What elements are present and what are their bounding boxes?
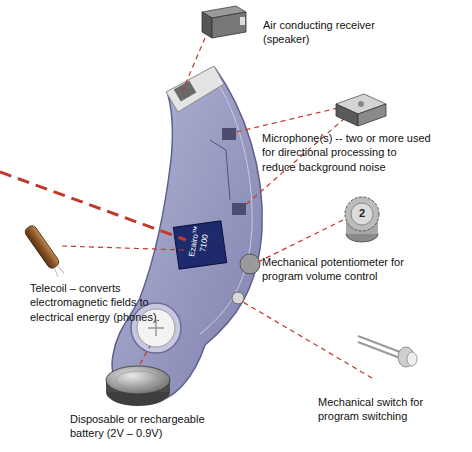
- telecoil-wire: [52, 268, 59, 277]
- microphone-side: [336, 104, 358, 126]
- receiver-icon: [202, 6, 246, 38]
- leader-line: [243, 302, 372, 378]
- switch-icon: [358, 336, 417, 367]
- receiver-side: [202, 12, 212, 38]
- receiver-front: [212, 12, 246, 38]
- shell-edge: [172, 76, 252, 334]
- battery-icon: [106, 366, 170, 406]
- microphone-hole: [358, 101, 364, 107]
- telecoil-wire: [57, 265, 64, 274]
- potentiometer-icon: [345, 197, 379, 242]
- part-label: Disposable or rechargeable battery (2V –…: [70, 412, 238, 441]
- leader-line: [258, 220, 343, 262]
- microphone-icon: [336, 94, 386, 126]
- leader-line: [62, 246, 184, 250]
- battery-face: [106, 366, 170, 394]
- battery-door: [131, 303, 181, 353]
- switch-cap: [407, 352, 417, 366]
- part-label: Telecoil – converts electromagnetic fiel…: [30, 281, 182, 324]
- telecoil-rod: [23, 224, 60, 270]
- potentiometer-in-shell: [240, 254, 260, 274]
- part-label: Microphone(s) -- two or more used for di…: [262, 131, 432, 174]
- hearing-aid-shell: [112, 68, 262, 402]
- part-label: Mechanical switch for program switching: [318, 395, 454, 424]
- receiver-pad: [240, 17, 245, 25]
- part-label: Mechanical potentiometer for program vol…: [262, 255, 440, 284]
- telecoil-icon: [23, 224, 66, 278]
- internal-wire: [210, 140, 230, 200]
- leader-line: [182, 38, 205, 92]
- part-label: Air conducting receiver (speaker): [263, 18, 395, 47]
- leader-line: [140, 346, 150, 364]
- microphone-in-shell: [222, 128, 236, 140]
- battery-ring: [116, 371, 160, 389]
- microphone-front: [358, 104, 386, 126]
- microphone-in-shell: [232, 203, 246, 215]
- leader-lines: [62, 38, 372, 378]
- switch-pin: [358, 342, 400, 358]
- callout-number: 2: [355, 206, 369, 220]
- leader-line: [232, 108, 338, 133]
- switch-in-shell: [232, 292, 244, 304]
- receiver-port: [166, 66, 224, 112]
- knob-face: [351, 203, 373, 225]
- chip-marking: Ezairo™ 7100: [186, 217, 215, 268]
- knob-top: [345, 197, 379, 231]
